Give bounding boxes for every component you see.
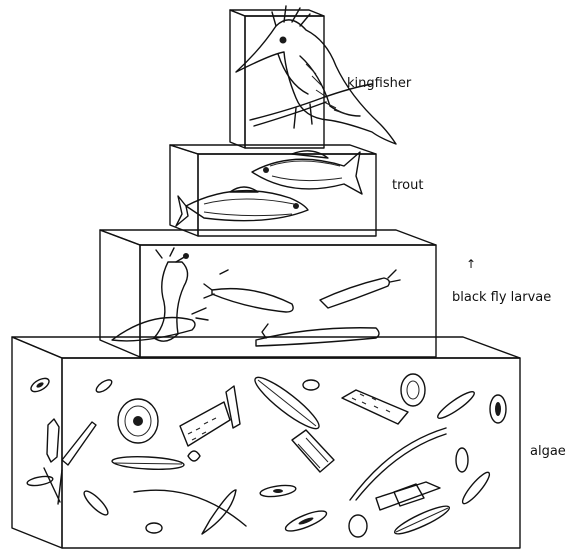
arrow-mark: ↑ <box>466 257 476 271</box>
level-label-algae: algae <box>530 444 566 459</box>
trout-illustrations <box>176 151 362 226</box>
larvae-block <box>100 230 436 357</box>
kingfisher-block <box>230 10 324 148</box>
kingfisher-illustration <box>236 6 396 144</box>
level-label-kingfisher: kingfisher <box>347 76 412 91</box>
algae-block <box>12 337 520 548</box>
larvae-illustrations <box>112 248 400 346</box>
level-label-trout: trout <box>392 178 423 193</box>
algae-illustrations <box>27 371 506 538</box>
level-label-black-fly-larvae: black fly larvae <box>452 290 551 305</box>
trout-block <box>170 145 376 236</box>
